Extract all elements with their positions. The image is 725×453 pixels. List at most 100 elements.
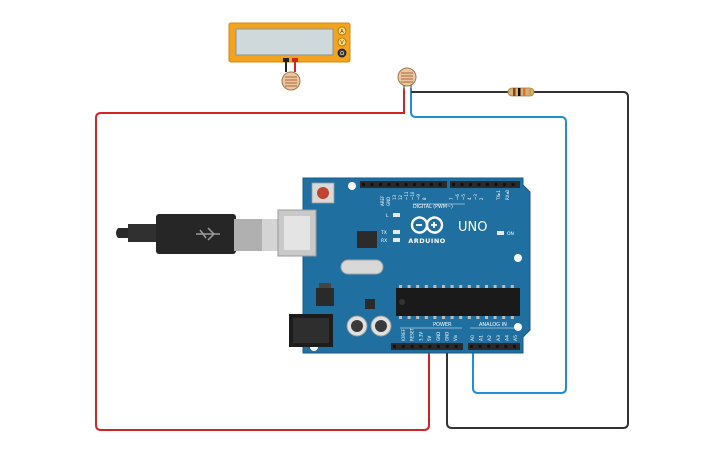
chip-pin bbox=[399, 316, 402, 319]
power-pin-label: GND bbox=[445, 332, 450, 341]
chip-pin bbox=[467, 285, 471, 288]
chip-pin bbox=[433, 285, 437, 288]
header-hole[interactable] bbox=[511, 183, 515, 186]
analog-pin-label: A5 bbox=[513, 335, 519, 341]
header-hole[interactable] bbox=[469, 183, 472, 186]
wire-5v[interactable] bbox=[95, 88, 430, 431]
digital-pin-label: ~5 bbox=[461, 194, 466, 200]
chip-pin bbox=[442, 285, 445, 288]
meter-button-ohm-label: Ω bbox=[340, 51, 344, 57]
chip-pin bbox=[493, 316, 497, 319]
header-hole[interactable] bbox=[428, 345, 432, 348]
header-hole[interactable] bbox=[379, 183, 382, 186]
header-power bbox=[391, 343, 463, 350]
digital-pin-label: ~11 bbox=[404, 191, 409, 200]
header-hole[interactable] bbox=[421, 183, 425, 186]
header-hole[interactable] bbox=[445, 345, 449, 348]
photoresistor-meter[interactable] bbox=[281, 71, 301, 91]
voltage-regulator bbox=[316, 288, 334, 306]
digital-pin-label: 8 bbox=[422, 197, 427, 200]
meter-button-v-label: V bbox=[340, 40, 344, 46]
chip-pin bbox=[502, 285, 506, 288]
header-hole[interactable] bbox=[495, 345, 499, 348]
header-hole[interactable] bbox=[504, 345, 508, 348]
led-on bbox=[497, 231, 504, 235]
chip-pin bbox=[450, 285, 454, 288]
header-hole[interactable] bbox=[430, 183, 433, 186]
header-hole[interactable] bbox=[513, 345, 516, 348]
power-pin-label: 5V bbox=[427, 335, 432, 341]
header-hole[interactable] bbox=[454, 345, 458, 348]
meter-button-a[interactable]: A bbox=[337, 26, 347, 36]
header-hole[interactable] bbox=[413, 183, 416, 186]
led-on-label: ON bbox=[507, 231, 514, 237]
header-digital-left bbox=[360, 181, 447, 188]
led-rx bbox=[393, 238, 400, 242]
header-hole[interactable] bbox=[494, 183, 498, 186]
reset-button[interactable] bbox=[311, 182, 335, 204]
chip-pin bbox=[459, 316, 463, 319]
header-hole[interactable] bbox=[503, 183, 506, 186]
header-hole[interactable] bbox=[370, 183, 374, 186]
header-hole[interactable] bbox=[487, 345, 491, 348]
header-hole[interactable] bbox=[437, 345, 440, 348]
chip-pin bbox=[485, 285, 488, 288]
analog-pin-label: A4 bbox=[504, 335, 510, 341]
led-l-label: L bbox=[386, 213, 389, 219]
digital-pin-label: 7 bbox=[449, 197, 454, 200]
header-hole[interactable] bbox=[477, 183, 481, 186]
chip-pin bbox=[424, 285, 428, 288]
chip-pin bbox=[502, 316, 506, 319]
meter-button-ohm[interactable]: Ω bbox=[337, 48, 347, 58]
header-hole[interactable] bbox=[393, 345, 396, 348]
header-hole[interactable] bbox=[460, 183, 464, 186]
power-pin-label: RESET bbox=[410, 328, 415, 341]
header-hole[interactable] bbox=[404, 183, 408, 186]
header-hole[interactable] bbox=[470, 345, 473, 348]
header-hole[interactable] bbox=[452, 183, 455, 186]
gnd-label: GND bbox=[386, 197, 391, 206]
wire-gnd[interactable] bbox=[411, 91, 629, 429]
resistor[interactable] bbox=[507, 87, 535, 97]
header-holes bbox=[362, 183, 516, 348]
digital-pin-label: 2 bbox=[479, 197, 484, 200]
chip-pin bbox=[510, 285, 514, 288]
header-hole[interactable] bbox=[486, 183, 489, 186]
multimeter[interactable]: A V Ω bbox=[228, 22, 351, 72]
led-rx-label: RX bbox=[381, 238, 387, 244]
photoresistor[interactable] bbox=[397, 67, 417, 90]
header-hole[interactable] bbox=[362, 183, 365, 186]
power-pin-label: IOREF bbox=[401, 328, 406, 341]
digital-pin-label: 13 bbox=[392, 194, 397, 200]
chip-pin bbox=[476, 316, 480, 319]
power-label: POWER bbox=[433, 322, 452, 328]
header-hole[interactable] bbox=[387, 183, 391, 186]
meter-button-v[interactable]: V bbox=[337, 37, 347, 47]
digital-pin-label: ~9 bbox=[416, 194, 421, 200]
chip-pin bbox=[407, 316, 411, 319]
header-hole[interactable] bbox=[478, 345, 482, 348]
power-pin-label: GND bbox=[436, 332, 441, 341]
meter-button-a-label: A bbox=[340, 29, 344, 35]
chip-pin bbox=[467, 316, 471, 319]
analog-pin-label: A3 bbox=[496, 335, 502, 341]
chip-pin bbox=[433, 316, 437, 319]
chip-pins-bottom bbox=[399, 316, 514, 319]
digital-pin-label: ~10 bbox=[410, 191, 415, 200]
header-hole[interactable] bbox=[401, 345, 405, 348]
header-hole[interactable] bbox=[419, 345, 423, 348]
atmega-chip bbox=[396, 288, 520, 316]
digital-pin-label: ~6 bbox=[455, 194, 460, 200]
chip-pin bbox=[416, 285, 420, 288]
header-hole[interactable] bbox=[438, 183, 442, 186]
digital-pin-label: 4 bbox=[467, 197, 472, 200]
digital-label: DIGITAL (PWM~) bbox=[413, 204, 453, 210]
header-hole[interactable] bbox=[396, 183, 399, 186]
wire-signal-a0[interactable] bbox=[410, 88, 567, 394]
chip-pin bbox=[459, 285, 463, 288]
header-hole[interactable] bbox=[410, 345, 414, 348]
